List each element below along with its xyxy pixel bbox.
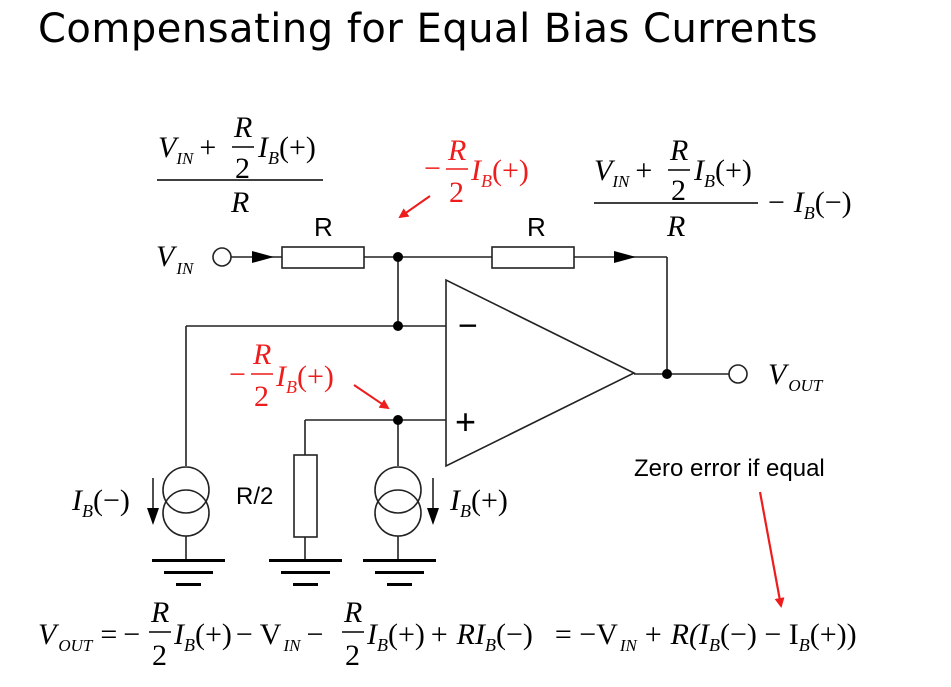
svg-text:IB(+)+ RIB(−)= −VIN+ R(IB(−) −: IB(+)+ RIB(−)= −VIN+ R(IB(−) − IB(+)) [366, 618, 857, 655]
svg-text:R: R [252, 338, 271, 371]
svg-text:R: R [343, 596, 362, 629]
zero-error-arrow [758, 491, 785, 608]
resistor-r-half [293, 454, 318, 538]
svg-text:VIN+: VIN+ [594, 154, 652, 191]
ib-minus-label: IB(−) [71, 484, 130, 521]
svg-text:−: − [229, 358, 246, 391]
svg-text:2: 2 [671, 174, 686, 207]
svg-text:IB(+): IB(+) [693, 154, 752, 191]
svg-text:IB(+): IB(+) [257, 131, 316, 168]
svg-text:2: 2 [345, 639, 360, 672]
opamp-noninverting-sign: + [455, 401, 476, 442]
input-current-arrow-icon [252, 251, 274, 263]
junction-node-inverting [393, 321, 403, 331]
ground-icon [152, 559, 225, 586]
ib-plus-label: IB(+) [449, 484, 508, 521]
junction-node-noninverting [393, 415, 403, 425]
svg-text:R: R [233, 111, 252, 144]
opamp-triangle [445, 278, 636, 468]
feedback-current-expression: VIN+ R 2 IB(+) R − IB(−) [594, 134, 852, 243]
ground-icon [363, 559, 436, 586]
ib-minus-arrow-icon [147, 508, 159, 525]
resistor-r-right-label: R [527, 212, 546, 242]
junction-node-output [662, 369, 672, 379]
input-current-expression: VIN+ R 2 IB(+) R [157, 111, 323, 219]
ground-icon [269, 559, 342, 586]
svg-text:IB(+)− VIN−: IB(+)− VIN− [173, 618, 323, 655]
svg-text:IB(+): IB(+) [275, 360, 334, 397]
svg-text:R: R [150, 596, 169, 629]
svg-text:R: R [447, 134, 466, 167]
node-voltage-arrow-top [398, 195, 431, 219]
feedback-current-arrow-icon [614, 251, 636, 263]
node-voltage-arrow-bottom [353, 384, 390, 410]
ib-plus-arrow-icon [427, 508, 439, 525]
zero-error-annotation: Zero error if equal [634, 455, 825, 482]
current-source-ib-plus-top [374, 466, 422, 514]
svg-text:VIN: VIN [156, 240, 195, 278]
svg-text:− IB(−): − IB(−) [766, 186, 852, 223]
slide-title: Compensating for Equal Bias Currents [38, 6, 819, 52]
resistor-r-half-label: R/2 [236, 483, 273, 510]
node-voltage-inverting: − R 2 IB(+) [424, 134, 529, 209]
svg-text:R: R [669, 134, 688, 167]
svg-text:IB(−): IB(−) [71, 484, 130, 521]
svg-text:IB(+): IB(+) [470, 154, 529, 191]
svg-text:R: R [666, 210, 685, 243]
current-source-ib-minus-top [162, 466, 210, 514]
resistor-r-left [281, 246, 365, 269]
resistor-r-left-label: R [314, 212, 333, 242]
svg-text:2: 2 [235, 152, 250, 185]
svg-text:IB(+): IB(+) [449, 484, 508, 521]
resistor-r-right [491, 246, 575, 269]
svg-text:R: R [230, 186, 249, 219]
vin-terminal [212, 247, 232, 267]
vout-terminal [728, 364, 748, 384]
junction-node-top [393, 252, 403, 262]
svg-text:−: − [424, 152, 441, 185]
opamp-inverting-sign: − [458, 307, 478, 345]
svg-text:2: 2 [254, 380, 269, 413]
node-voltage-noninverting: − R 2 IB(+) [229, 338, 334, 413]
ground-symbols [152, 559, 436, 586]
svg-text:2: 2 [449, 176, 464, 209]
svg-text:2: 2 [152, 639, 167, 672]
svg-text:VIN+: VIN+ [158, 131, 216, 168]
